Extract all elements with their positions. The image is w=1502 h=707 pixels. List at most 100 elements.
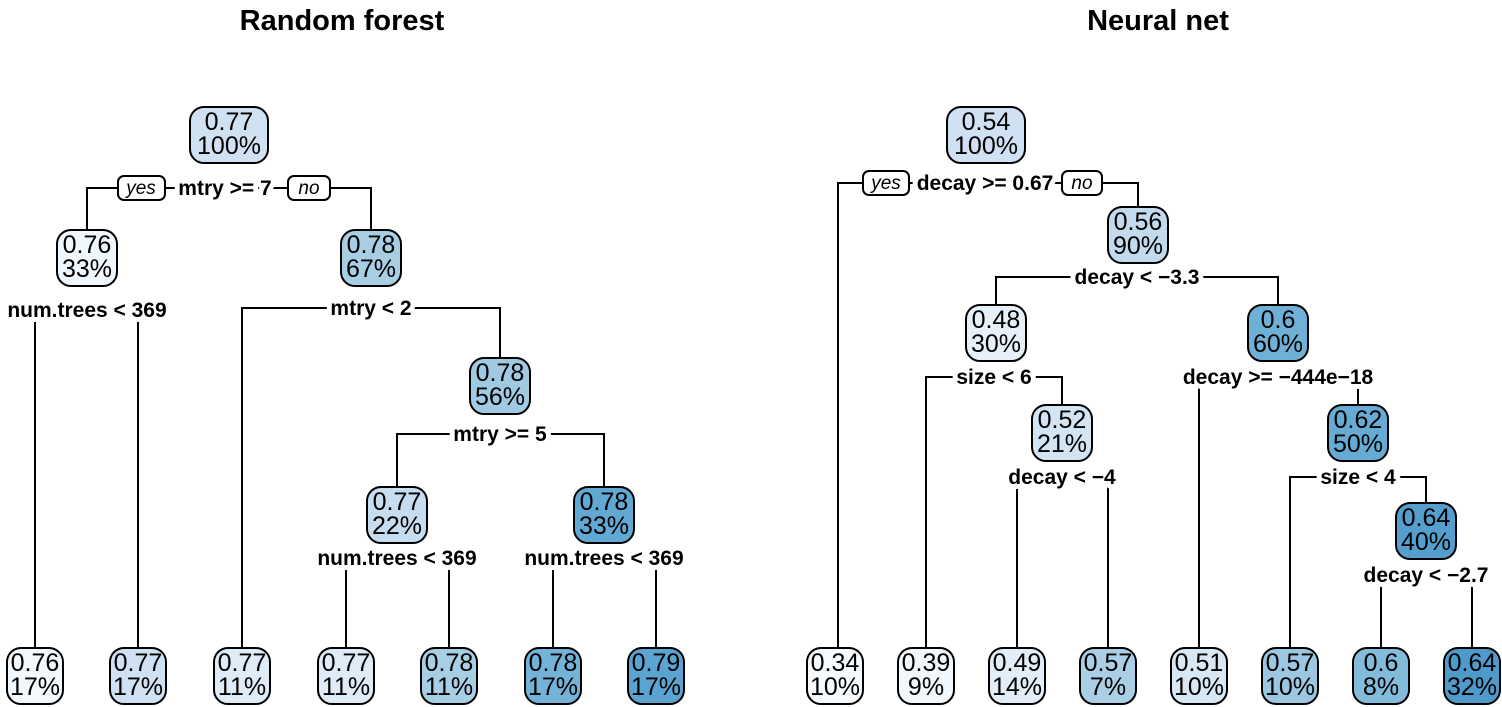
node-percent: 33% (579, 512, 629, 540)
branch-line (925, 376, 1063, 648)
split-label: decay >= 0.67 (917, 172, 1054, 195)
node-percent: 17% (528, 673, 578, 701)
rf-node: 0.78 67% (340, 229, 402, 287)
branch-line (837, 182, 1139, 648)
no-badge-label: no (1071, 173, 1092, 194)
split-label: decay < −3.3 (1075, 266, 1200, 289)
rf-no-badge: no (287, 175, 331, 201)
leaf-node-box (6, 647, 64, 705)
split-label: decay < −4 (1008, 466, 1116, 489)
tree-node-box (366, 486, 428, 544)
node-value: 0.52 (1038, 406, 1087, 434)
nn-branches (837, 182, 1473, 648)
node-percent: 50% (1333, 430, 1383, 458)
node-value: 0.78 (580, 488, 629, 516)
nn-node: 0.52 21% (1031, 404, 1093, 462)
node-value: 0.77 (322, 649, 371, 677)
no-badge-box (1061, 170, 1103, 196)
left-plot-title: Random forest (240, 5, 445, 37)
rf-node: 0.78 56% (469, 357, 531, 415)
node-value: 0.78 (347, 231, 396, 259)
branch-line (995, 276, 1279, 305)
branch-line (1380, 574, 1473, 648)
yes-badge-box (862, 170, 910, 196)
leaf-node-box (1261, 647, 1319, 705)
tree-neural-net: Neural net decay >= 0.67 decay < −3.3 si… (806, 5, 1501, 705)
nn-leaf: 0.34 10% (806, 647, 864, 705)
rf-yes-badge: yes (117, 175, 166, 201)
nn-node: 0.64 40% (1395, 502, 1457, 560)
split-label: num.trees < 369 (317, 547, 476, 570)
node-value: 0.64 (1448, 649, 1497, 677)
node-percent: 11% (322, 673, 370, 701)
nn-node: 0.56 90% (1107, 206, 1169, 264)
node-percent: 9% (908, 673, 944, 701)
leaf-node-box (524, 647, 582, 705)
tree-node-box (946, 106, 1026, 164)
rf-leaf: 0.77 11% (213, 647, 271, 705)
leaf-node-box (1352, 647, 1410, 705)
yes-badge-box (117, 175, 166, 201)
nn-leaf: 0.6 8% (1352, 647, 1410, 705)
nn-leaf: 0.57 7% (1079, 647, 1137, 705)
tree-node-box (1107, 206, 1169, 264)
yes-badge-label: yes (869, 173, 901, 194)
node-value: 0.49 (993, 649, 1042, 677)
nn-no-badge: no (1061, 170, 1103, 196)
no-badge-label: no (298, 178, 319, 199)
tree-node-box (1247, 304, 1309, 362)
split-label: mtry >= 5 (453, 423, 547, 446)
nn-node: 0.62 50% (1327, 404, 1389, 462)
tree-node-box (1327, 404, 1389, 462)
nn-leaf: 0.39 9% (897, 647, 955, 705)
tree-node-box (340, 229, 402, 287)
nn-node: 0.6 60% (1247, 304, 1309, 362)
node-value: 0.54 (962, 108, 1011, 136)
rf-leaf: 0.77 11% (317, 647, 375, 705)
split-label: num.trees < 369 (7, 299, 166, 322)
node-value: 0.78 (529, 649, 578, 677)
right-plot-title: Neural net (1087, 5, 1229, 37)
node-value: 0.56 (1114, 208, 1163, 236)
no-badge-box (287, 175, 331, 201)
node-value: 0.48 (972, 306, 1021, 334)
node-percent: 11% (425, 673, 473, 701)
branch-line (396, 433, 605, 487)
nn-yes-badge: yes (862, 170, 910, 196)
branch-line (34, 309, 139, 648)
node-percent: 90% (1113, 232, 1163, 260)
leaf-node-box (806, 647, 864, 705)
node-value: 0.76 (63, 231, 112, 259)
node-percent: 8% (1363, 673, 1399, 701)
node-value: 0.77 (205, 108, 254, 136)
rf-node-root: 0.77 100% (189, 106, 269, 164)
node-percent: 11% (218, 673, 266, 701)
node-value: 0.6 (1261, 306, 1296, 334)
rf-leaf: 0.76 17% (6, 647, 64, 705)
tree-node-box (573, 486, 635, 544)
node-percent: 33% (62, 255, 112, 283)
node-value: 0.76 (11, 649, 60, 677)
nn-leaf: 0.57 10% (1261, 647, 1319, 705)
node-value: 0.39 (902, 649, 951, 677)
branch-line (1016, 476, 1109, 648)
rf-leaf: 0.78 11% (420, 647, 478, 705)
branch-line (86, 187, 372, 230)
branch-line (345, 557, 450, 648)
node-percent: 100% (197, 132, 261, 160)
node-percent: 17% (10, 673, 60, 701)
node-percent: 22% (372, 512, 422, 540)
nn-leaf: 0.51 10% (1170, 647, 1228, 705)
leaf-node-box (317, 647, 375, 705)
yes-badge-label: yes (124, 178, 156, 199)
node-value: 0.77 (373, 488, 422, 516)
nn-node: 0.48 30% (965, 304, 1027, 362)
node-value: 0.57 (1266, 649, 1315, 677)
nn-node-root: 0.54 100% (946, 106, 1026, 164)
node-percent: 100% (954, 132, 1018, 160)
node-value: 0.51 (1175, 649, 1224, 677)
tree-node-box (56, 229, 118, 287)
nn-leaf: 0.49 14% (988, 647, 1046, 705)
node-value: 0.77 (218, 649, 267, 677)
leaf-node-box (1443, 647, 1501, 705)
